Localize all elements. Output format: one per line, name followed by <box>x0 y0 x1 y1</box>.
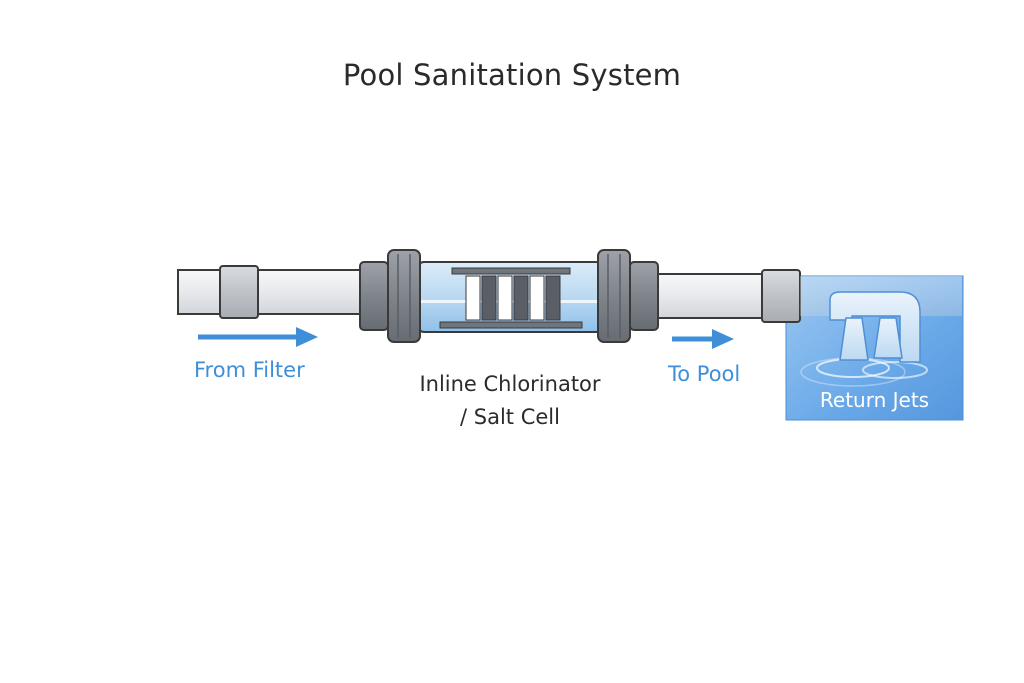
right-union-fitting <box>597 249 659 343</box>
to-pool-label: To Pool <box>668 362 741 386</box>
from-filter-label: From Filter <box>194 358 305 382</box>
inlet-pipe <box>177 265 369 319</box>
flow-arrow-out <box>672 329 734 349</box>
return-jet-nozzles <box>829 291 921 363</box>
chlorinator-label-line2: / Salt Cell <box>460 405 560 429</box>
chlorinator-label: Inline Chlorinator / Salt Cell <box>400 368 620 434</box>
diagram-title: Pool Sanitation System <box>342 58 682 92</box>
electrode-plates <box>465 275 561 321</box>
flow-arrow-in <box>198 327 318 347</box>
left-union-fitting <box>359 249 421 343</box>
chlorinator-label-line1: Inline Chlorinator <box>419 372 601 396</box>
return-jets-label: Return Jets <box>819 388 930 412</box>
salt-cell-body <box>417 261 603 333</box>
